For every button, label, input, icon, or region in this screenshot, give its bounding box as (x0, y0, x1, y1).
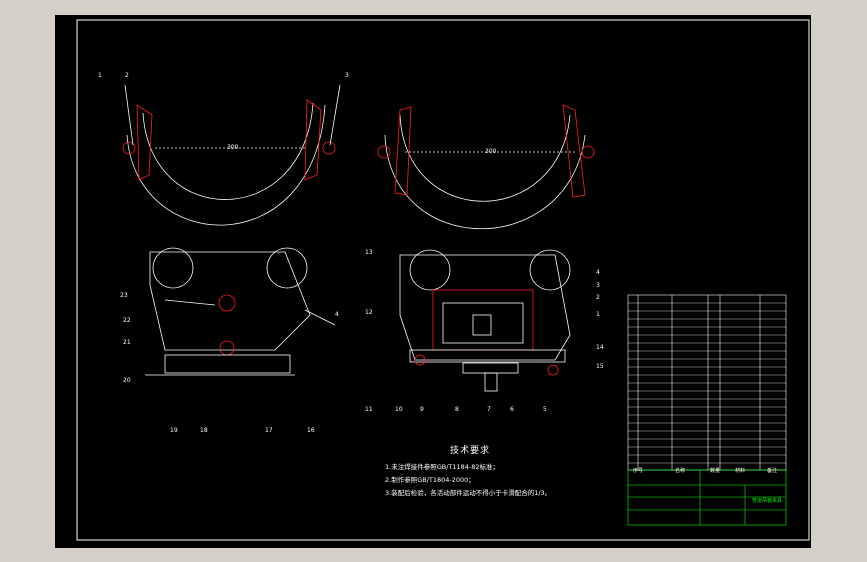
header-name: 名称 (675, 468, 686, 474)
right-roller-left (409, 249, 451, 291)
left-pad-hatch-left (136, 104, 153, 181)
callout-r9: 9 (420, 406, 424, 413)
right-housing-nut (472, 314, 492, 336)
left-lower-bar (164, 354, 291, 374)
left-pivot-left (122, 141, 136, 155)
right-housing-inner (442, 302, 524, 344)
callout-22: 22 (123, 317, 131, 324)
title-block-frame (627, 469, 787, 526)
callout-r6: 6 (510, 406, 514, 413)
callout-r1: 1 (596, 311, 600, 318)
callout-23: 23 (120, 292, 128, 299)
tech-requirements-title: 技术要求 (450, 446, 491, 456)
right-bolt-right (547, 364, 559, 376)
leader-16 (304, 309, 336, 326)
right-housing-outer (432, 289, 534, 351)
leader-22 (164, 299, 216, 306)
tech-note-1: 1.未注焊接件参照GB/T1184-82标准； (385, 463, 500, 471)
right-clamp-arc-inner (399, 114, 571, 202)
dimension-left: 300 (227, 144, 239, 151)
left-roller-left (152, 247, 194, 289)
left-pivot-right (322, 141, 336, 155)
left-center-pin (218, 294, 236, 312)
leader-3 (329, 84, 341, 146)
right-lever-body (399, 254, 571, 361)
callout-r10: 10 (395, 406, 403, 413)
right-lower-block (462, 362, 519, 374)
right-pivot-right (581, 145, 595, 159)
parts-list (627, 294, 787, 471)
right-stem (484, 372, 498, 392)
left-lower-pin (219, 340, 235, 356)
callout-r4: 4 (596, 269, 600, 276)
tech-note-3: 3.装配后检验，各活动部件运动不得小于卡滑配合的1/3。 (385, 489, 552, 497)
callout-r13: 13 (365, 249, 373, 256)
callout-r5: 5 (543, 406, 547, 413)
callout-r7: 7 (487, 406, 491, 413)
callout-3: 3 (345, 72, 349, 79)
header-material: 材料 (735, 468, 746, 474)
callout-20: 20 (123, 377, 131, 384)
right-pivot-left (377, 145, 391, 159)
right-view (377, 104, 595, 392)
drawing-border (76, 19, 810, 541)
left-view (122, 84, 341, 376)
callout-18: 18 (200, 427, 208, 434)
header-index: 序号 (633, 468, 644, 474)
callout-r2: 2 (596, 294, 600, 301)
header-remark: 备注 (767, 468, 778, 474)
callout-21: 21 (123, 339, 131, 346)
title-block (627, 469, 787, 526)
callout-r14: 14 (596, 344, 604, 351)
cad-drawing (76, 19, 810, 541)
drawing-title: 管道吊装夹具 (752, 498, 783, 504)
callout-r15: 15 (596, 363, 604, 370)
callout-2: 2 (125, 72, 129, 79)
callout-r11: 11 (365, 406, 373, 413)
right-roller-right (529, 249, 571, 291)
left-clamp-arc-inner (142, 102, 314, 200)
callout-4: 4 (335, 311, 339, 318)
right-pad-hatch-right (562, 104, 586, 198)
header-qty: 数量 (710, 468, 721, 474)
left-roller-right (266, 247, 308, 289)
left-clamp-arc-outer (126, 104, 326, 226)
callout-16: 16 (307, 427, 315, 434)
callout-r3: 3 (596, 282, 600, 289)
parts-list-frame (627, 294, 787, 471)
callout-1: 1 (98, 72, 102, 79)
dimension-right: 300 (485, 148, 497, 155)
callout-r8: 8 (455, 406, 459, 413)
right-bolt-left (414, 354, 426, 366)
tech-note-2: 2.制作参照GB/T1804-2000； (385, 476, 475, 484)
leader-1 (124, 84, 134, 146)
right-base-plate (409, 349, 566, 363)
callout-19: 19 (170, 427, 178, 434)
left-lever-body (149, 251, 311, 351)
right-pad-hatch-left (394, 106, 412, 196)
callout-17: 17 (265, 427, 273, 434)
parts-list-rows (628, 302, 786, 464)
drawing-sheet: 1 2 3 23 22 21 20 19 18 17 16 4 13 12 11… (55, 15, 811, 548)
left-pad-hatch-right (304, 99, 322, 181)
callout-r12: 12 (365, 309, 373, 316)
